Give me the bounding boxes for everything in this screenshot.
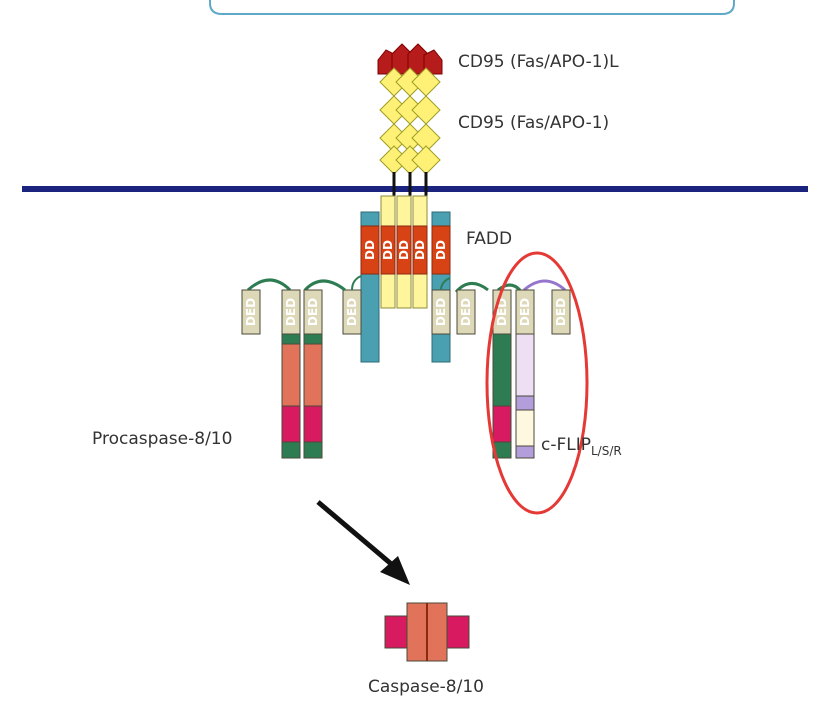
dd-label-3: DD: [397, 240, 411, 260]
procaspase-label: Procaspase-8/10: [92, 429, 232, 449]
fadd-ded-to-dd-links: [351, 275, 451, 291]
cflip-label-subscript: L/S/R: [591, 444, 622, 458]
cflip-label-main: c-FLIP: [541, 435, 591, 455]
cell-membrane: [22, 186, 808, 192]
caspase-label: Caspase-8/10: [368, 677, 484, 697]
cd95-receptor: [379, 67, 441, 175]
top-frame: [209, 0, 735, 15]
receptor-stalks: [392, 172, 428, 198]
dd-label-5: DD: [434, 240, 448, 260]
ded-label-fadd-right: DED: [434, 298, 448, 326]
dd-label-2: DD: [381, 240, 395, 260]
dd-label-4: DD: [413, 240, 427, 260]
fadd-ded-domains: [342, 289, 451, 335]
cflip-ded-domains: [492, 289, 571, 335]
fadd-label: FADD: [466, 229, 512, 249]
ded-label-pc-1: DED: [244, 298, 258, 326]
dd-label-1: DD: [363, 240, 377, 260]
ligand-label: CD95 (Fas/APO-1)L: [458, 52, 619, 72]
ded-label-cf-3: DED: [554, 298, 568, 326]
procaspase-body: [281, 333, 323, 459]
ded-label-fadd-left: DED: [345, 298, 359, 326]
cflip-highlight-ellipse: [485, 251, 589, 515]
cflip-label: c-FLIPL/S/R: [541, 435, 622, 458]
ded-label-pc-2: DED: [284, 298, 298, 326]
cflip-arcs: [497, 279, 567, 292]
cflip-body: [492, 333, 535, 459]
active-caspase: [384, 602, 470, 662]
receptor-label: CD95 (Fas/APO-1): [458, 113, 609, 133]
procaspase-ded-left-side: [241, 289, 476, 335]
fadd-death-domains: [360, 225, 451, 275]
activation-arrow: [316, 500, 410, 585]
ded-label-cf-2: DED: [518, 298, 532, 326]
ded-label-pc-4: DED: [459, 298, 473, 326]
ded-label-pc-3: DED: [306, 298, 320, 326]
